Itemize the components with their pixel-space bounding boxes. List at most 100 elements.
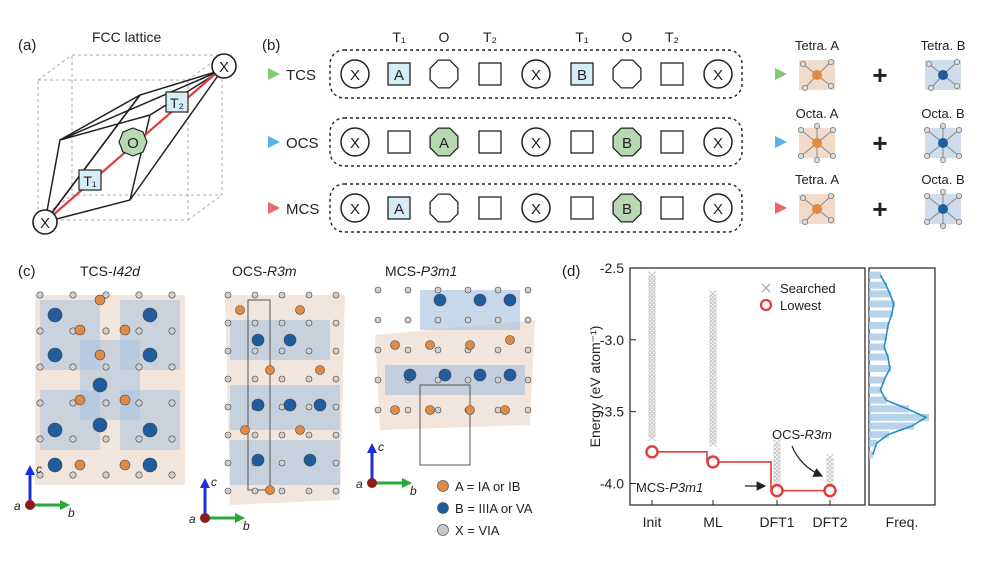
searched-point: [709, 362, 717, 371]
searched-point: [648, 356, 656, 364]
searched-point: [709, 402, 717, 411]
svg-text:b: b: [68, 506, 75, 520]
searched-point: [773, 474, 781, 483]
searched-point: [648, 429, 656, 438]
histogram-bar: [869, 300, 895, 308]
searched-point: [709, 340, 717, 349]
searched-point: [648, 385, 656, 394]
searched-point: [709, 381, 717, 389]
searched-point: [709, 377, 717, 386]
svg-text:X: X: [713, 135, 723, 152]
searched-point: [709, 315, 717, 324]
histogram-bar: [869, 343, 885, 351]
histogram-bar: [869, 353, 889, 361]
axis-triad: cba: [189, 475, 250, 533]
row-label: TCS: [286, 67, 316, 84]
result-right-label: Tetra. B: [921, 38, 966, 53]
searched-point: [709, 359, 717, 367]
site-cell: X: [521, 59, 551, 89]
svg-text:O: O: [127, 135, 139, 152]
site-cell: [478, 130, 502, 154]
searched-point: [648, 300, 656, 309]
row-arrow: [250, 136, 280, 148]
octahedron-icon: [924, 188, 963, 229]
histogram-bar: [869, 281, 887, 289]
searched-point: [709, 399, 717, 408]
svg-text:X: X: [531, 135, 541, 152]
searched-point: [773, 451, 781, 459]
result-arrow: [757, 136, 787, 148]
site-x-bottom: X: [32, 209, 58, 235]
histogram-bar: [869, 333, 887, 341]
searched-point: [709, 308, 717, 316]
site-cell: X: [703, 59, 733, 89]
searched-point: [709, 439, 717, 448]
svg-text:Lowest: Lowest: [780, 298, 822, 313]
site-o: O: [118, 127, 148, 157]
svg-text:X: X: [531, 201, 541, 218]
legend-text: X = VIA: [455, 523, 500, 538]
x-tick-label: Init: [643, 514, 662, 530]
searched-point: [648, 334, 656, 342]
site-cell: X: [340, 193, 370, 223]
lowest-point: [706, 455, 720, 469]
searched-point: [709, 355, 717, 364]
searched-point: [709, 322, 717, 331]
svg-text:T₁: T₁: [83, 173, 97, 189]
svg-text:X: X: [350, 201, 360, 218]
searched-point: [648, 304, 656, 313]
searched-point: [709, 330, 717, 338]
svg-text:B: B: [622, 201, 632, 218]
panel-c-tag: (c): [18, 263, 36, 280]
panel-b-tag: (b): [262, 37, 280, 54]
legend-item: B = IIIA or VA: [437, 501, 533, 516]
freq-frame: [868, 267, 936, 506]
searched-point: [648, 426, 656, 435]
structure-ocs: [224, 291, 345, 505]
site-cell: X: [340, 127, 370, 157]
searched-point: [648, 322, 656, 331]
legend-swatch: [437, 524, 449, 536]
y-tick-label: -2.5: [600, 260, 624, 276]
header-label: O: [622, 29, 633, 45]
searched-point: [709, 373, 717, 382]
searched-point: [648, 271, 656, 280]
svg-text:X: X: [350, 135, 360, 152]
searched-point: [709, 388, 717, 397]
searched-point: [773, 466, 781, 475]
site-cell: X: [340, 59, 370, 89]
searched-point: [648, 418, 656, 427]
svg-text:X: X: [531, 67, 541, 84]
searched-point: [648, 433, 656, 442]
site-cell: X: [703, 193, 733, 223]
searched-point: [709, 417, 717, 426]
x-tick-label: DFT2: [813, 514, 848, 530]
svg-text:c: c: [211, 475, 217, 489]
svg-text:X: X: [219, 59, 229, 76]
legend-item: A = IA or IB: [437, 479, 520, 494]
site-cell: [478, 62, 502, 86]
searched-point: [648, 396, 656, 405]
histogram-bar: [869, 365, 891, 373]
site-cell: [660, 196, 684, 220]
searched-point: [709, 435, 717, 444]
panel-a: (a) FCC lattice X X T₁: [18, 29, 237, 235]
svg-text:X: X: [713, 201, 723, 218]
searched-point: [709, 344, 717, 353]
histogram-bar: [869, 271, 881, 279]
annotation-mcs: MCS-P3m1: [636, 480, 703, 495]
octahedron-icon: [924, 123, 963, 163]
result-left-label: Tetra. A: [795, 38, 839, 53]
searched-point: [709, 304, 717, 313]
searched-point: [709, 370, 717, 378]
axis-triad: cba: [356, 440, 417, 498]
searched-point: [709, 391, 717, 400]
svg-text:a: a: [189, 512, 196, 526]
header-label: T₁: [392, 29, 406, 45]
searched-point: [709, 410, 717, 418]
y-tick-label: -3.0: [600, 332, 624, 348]
tetrahedron-icon: [799, 59, 835, 92]
